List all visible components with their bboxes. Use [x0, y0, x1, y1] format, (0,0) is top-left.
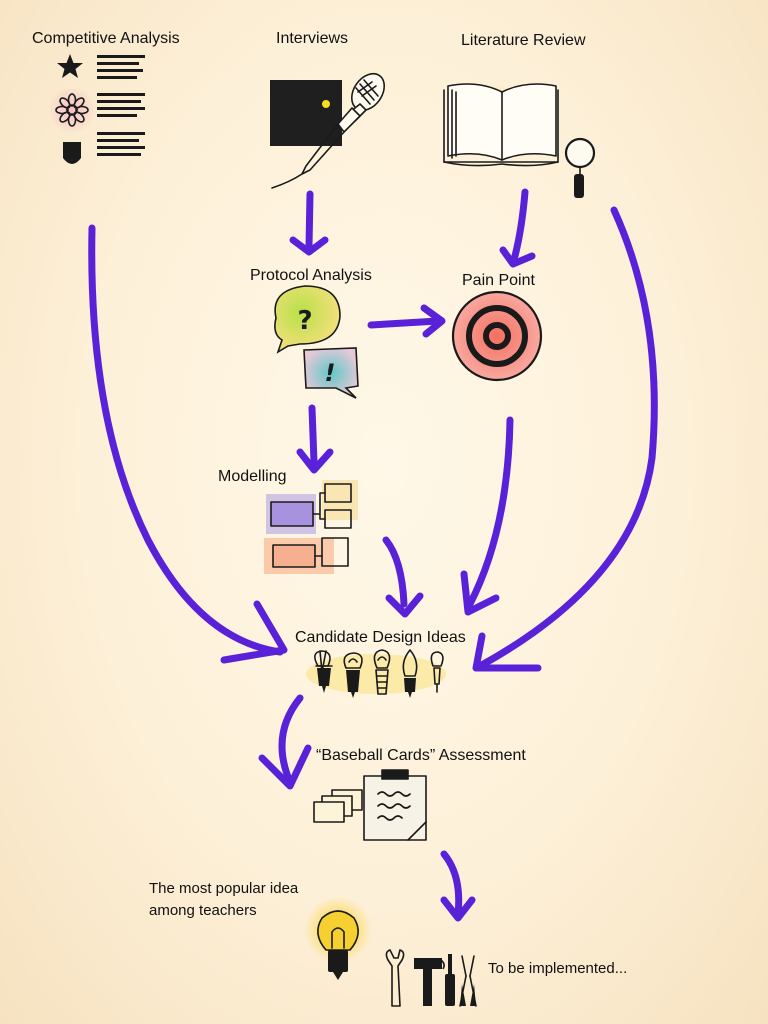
label-modelling: Modelling	[218, 468, 287, 485]
label-competitive-analysis: Competitive Analysis	[32, 30, 180, 47]
arrow-modelling-to-candidate	[382, 536, 408, 608]
arrow-protocol-to-painpoint	[367, 317, 442, 329]
arrow-painpoint-to-candidate	[466, 416, 514, 608]
arrow-literature-to-painpoint	[511, 188, 529, 260]
label-pain-point: Pain Point	[462, 272, 535, 289]
modelling-icon	[264, 480, 358, 574]
competitive-analysis-icon	[48, 54, 145, 164]
label-popular-idea-line1: The most popular idea	[149, 880, 299, 897]
exclamation-glyph: !	[325, 359, 336, 387]
question-glyph: ?	[297, 306, 312, 336]
arrow-candidate-to-baseball	[278, 694, 304, 786]
label-popular-idea-line2: among teachers	[149, 902, 257, 919]
flow-arrows	[88, 188, 658, 922]
arrow-interviews-to-protocol	[305, 190, 314, 250]
arrow-baseball-to-implementation	[440, 850, 463, 918]
candidate-ideas-bulbs-icon	[306, 649, 446, 698]
label-to-be-implemented: To be implemented...	[488, 960, 628, 977]
protocol-analysis-icon: ? !	[274, 285, 359, 399]
arrow-literature-to-candidate	[476, 206, 658, 670]
label-literature-review: Literature Review	[461, 32, 586, 49]
arrow-competitive-to-candidate	[88, 224, 284, 656]
literature-review-icon	[443, 82, 596, 198]
interviews-icon	[270, 72, 386, 189]
label-candidate-design-ideas: Candidate Design Ideas	[295, 629, 466, 646]
label-baseball-cards-assessment: “Baseball Cards” Assessment	[316, 747, 526, 764]
tools-icon	[385, 949, 477, 1007]
arrow-protocol-to-modelling	[308, 404, 318, 466]
pain-point-target-icon	[451, 290, 543, 382]
label-protocol-analysis: Protocol Analysis	[250, 267, 372, 284]
baseball-cards-clipboard-icon	[313, 769, 427, 841]
label-interviews: Interviews	[276, 30, 349, 47]
popular-idea-bulb-icon	[304, 896, 372, 980]
